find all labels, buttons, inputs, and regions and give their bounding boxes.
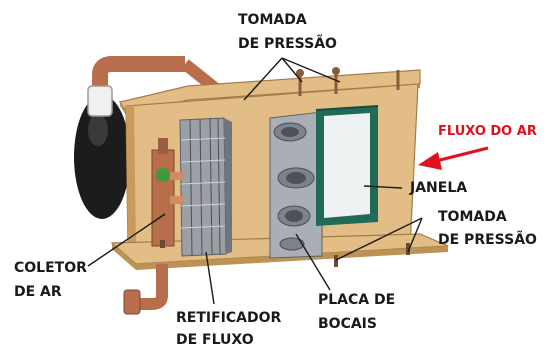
air-collector (151, 138, 184, 247)
label-air-collector-line1: COLETOR (14, 260, 87, 276)
fan-motor (74, 95, 130, 219)
label-airflow: FLUXO DO AR (438, 124, 537, 139)
label-nozzle-plate-line1: PLACA DE (318, 292, 396, 308)
label-flow-straightener-line2: DE FLUXO (176, 332, 254, 348)
label-air-collector-line2: DE AR (14, 284, 62, 300)
airflow-arrow (418, 146, 489, 170)
label-pressure-tap-top-line2: DE PRESSÃO (238, 36, 337, 52)
leader-lines (87, 57, 423, 305)
window (315, 105, 379, 226)
bottom-pipe (123, 264, 168, 315)
label-window: JANELA (410, 180, 468, 196)
flow-straightener (179, 117, 232, 257)
nozzle-plate (269, 111, 323, 259)
label-flow-straightener-line1: RETIFICADOR (176, 310, 282, 326)
label-pressure-tap-right-line2: DE PRESSÃO (438, 232, 537, 248)
label-pressure-tap-top-line1: TOMADA (238, 12, 307, 28)
pressure-tap-tubes-top (296, 67, 400, 96)
label-pressure-tap-right-line1: TOMADA (438, 209, 507, 225)
pressure-tap-tubes-bottom (160, 240, 410, 267)
label-nozzle-plate-line2: BOCAIS (318, 316, 377, 332)
